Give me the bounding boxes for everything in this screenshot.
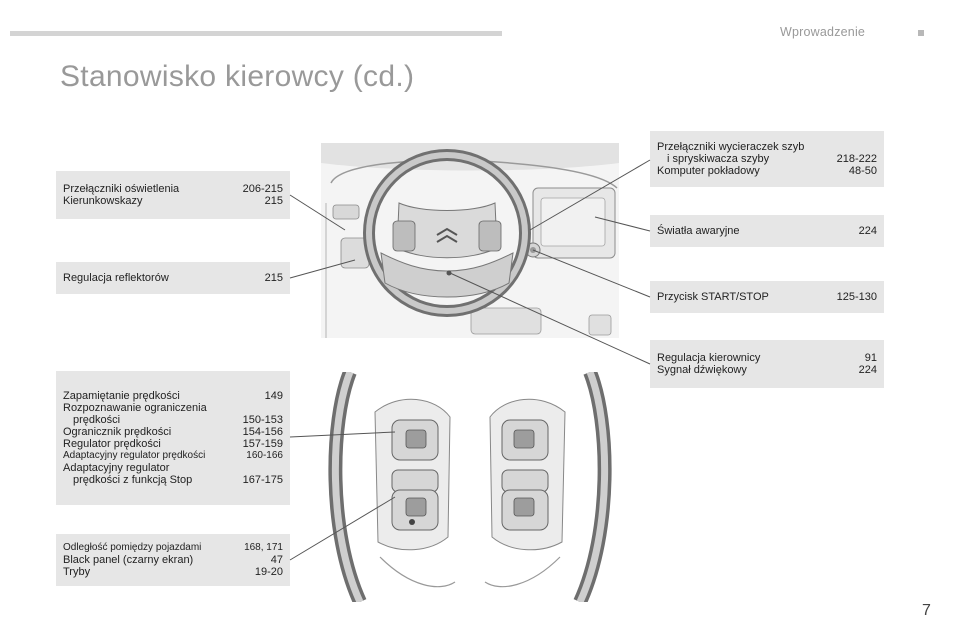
section-name: Wprowadzenie [780,25,866,39]
leader-line-distance [289,496,396,561]
leader-line-headlamp [289,259,356,279]
callout-row: Black panel (czarny ekran)47 [63,554,283,566]
callout-wipers: Przełączniki wycieraczek szyb i spryskiw… [650,131,884,187]
leader-line-steering [449,272,651,365]
callout-row: Przełączniki wycieraczek szyb [657,141,805,153]
dashboard-illustration [321,143,619,338]
page-title: Stanowisko kierowcy (cd.) [60,60,415,93]
leader-line-lighting [289,194,346,231]
leader-line-hazard [594,216,651,232]
leader-line-start-stop [532,249,651,298]
callout-row: Rozpoznawanie ograniczenia [63,402,207,414]
leader-line-wipers [529,159,651,231]
section-marker [918,30,924,36]
header-rule [10,31,502,36]
leader-line-speed [289,431,396,438]
callout-row: Adaptacyjny regulator [63,462,170,474]
page-number: 7 [922,602,931,619]
steering-wheel-controls-illustration [320,372,620,602]
